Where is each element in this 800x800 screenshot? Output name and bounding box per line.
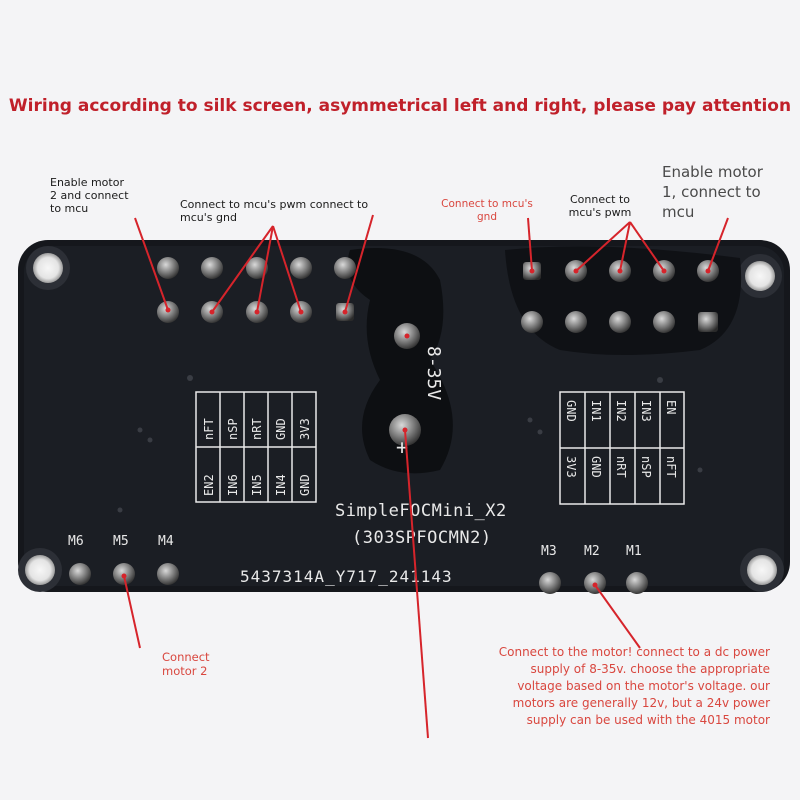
annotation-line: gnd	[477, 211, 497, 223]
annotation-line: Connect to	[569, 193, 631, 206]
annotation-mcu-gnd-right: Connect to mcu's gnd	[424, 198, 550, 224]
voltage-label: 8-35V	[423, 346, 444, 400]
silk-label: 3V3	[298, 418, 312, 440]
left-pin-table	[195, 391, 317, 503]
silk-label: EN	[664, 400, 678, 414]
board-code: (303SPFOCMN2)	[352, 528, 492, 548]
motor-label-m5: M5	[113, 534, 129, 549]
motor-label-m4: M4	[158, 534, 174, 549]
annotation-line: 2 and connect	[50, 189, 129, 202]
annotation-line: mcu's pwm	[568, 206, 632, 219]
right-pin-table	[559, 391, 685, 505]
motor-pins-right	[539, 572, 648, 594]
annotation-enable-motor2: Enable motor 2 and connect to mcu	[50, 176, 129, 215]
annotation-line: motors are generally 12v, but a 24v powe…	[512, 696, 770, 710]
silk-label: IN5	[250, 474, 264, 496]
annotation-line: to mcu	[50, 202, 89, 215]
motor-pins-left	[69, 563, 179, 585]
headline: Wiring according to silk screen, asymmet…	[8, 96, 792, 116]
serial-number: 5437314A_Y717_241143	[240, 567, 453, 586]
silk-label: GND	[589, 456, 603, 478]
right-pin-header	[521, 260, 719, 333]
annotation-enable-motor1: Enable motor 1, connect to mcu	[662, 162, 763, 222]
silk-label: IN4	[274, 474, 288, 496]
annotation-line: supply can be used with the 4015 motor	[526, 713, 770, 727]
silk-label: GND	[274, 418, 288, 440]
silk-label: nRT	[250, 418, 264, 440]
solder-blob	[347, 248, 453, 474]
silk-label: GND	[298, 474, 312, 496]
annotation-line: mcu	[662, 203, 695, 221]
annotation-line: motor 2	[162, 664, 208, 678]
left-table-labels: nFT nSP nRT GND 3V3 EN2 IN6 IN5 IN4 GND	[202, 418, 312, 496]
annotation-line: mcu's gnd	[180, 211, 237, 224]
motor-label-m3: M3	[541, 544, 557, 559]
silk-label: nSP	[639, 456, 653, 478]
silk-label: nRT	[614, 456, 628, 478]
annotation-line: Connect	[162, 650, 210, 664]
silk-label: 3V3	[564, 456, 578, 478]
annotation-power-note: Connect to the motor! connect to a dc po…	[430, 644, 770, 729]
pointer-dots	[121, 268, 711, 588]
annotation-line: Enable motor	[50, 176, 124, 189]
motor-label-m6: M6	[68, 534, 84, 549]
silk-label: GND	[564, 400, 578, 422]
annotation-line: 1, connect to	[662, 183, 761, 201]
annotation-line: voltage based on the motor's voltage. ou…	[517, 679, 770, 693]
silk-label: IN2	[614, 400, 628, 422]
annotation-line: Connect to mcu's pwm connect to	[180, 198, 369, 211]
silk-label: nFT	[664, 456, 678, 478]
annotation-connect-motor2: Connect motor 2	[162, 650, 210, 678]
silk-label: IN6	[226, 474, 240, 496]
annotation-line: supply of 8-35v. choose the appropriate	[530, 662, 770, 676]
pointer-lines	[123, 214, 729, 739]
right-table-labels: EN IN3 IN2 IN1 GND nFT nSP nRT GND 3V3	[564, 400, 678, 478]
mounting-holes	[18, 246, 784, 592]
silk-label: IN1	[589, 400, 603, 422]
annotation-pwm-left: Connect to mcu's pwm connect to mcu's gn…	[180, 198, 368, 224]
annotation-line: Connect to mcu's	[441, 198, 533, 210]
silk-label: EN2	[202, 474, 216, 496]
motor-label-m2: M2	[584, 544, 600, 559]
annotation-pwm-right: Connect to mcu's pwm	[560, 193, 640, 219]
board-name: SimpleFOCMini_X2	[335, 501, 507, 521]
annotation-line: Connect to the motor! connect to a dc po…	[498, 645, 770, 659]
annotation-line: Enable motor	[662, 163, 763, 181]
motor-label-m1: M1	[626, 544, 642, 559]
silk-label: IN3	[639, 400, 653, 422]
silk-label: nFT	[202, 418, 216, 440]
silk-label: nSP	[226, 418, 240, 440]
